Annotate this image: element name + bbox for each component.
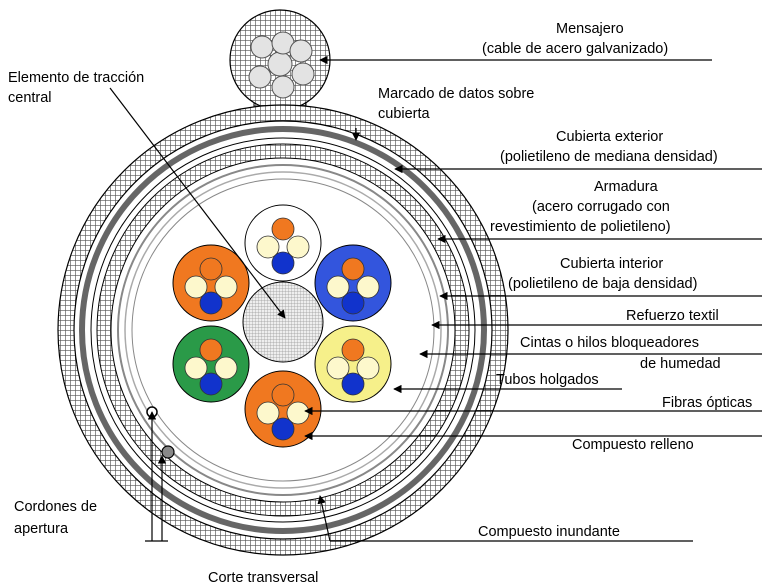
textile-reinforcement	[117, 164, 449, 496]
optical-fiber	[341, 372, 365, 396]
label-elemento-traccion-2: central	[8, 90, 52, 106]
label-compuesto-relleno: Compuesto relleno	[572, 437, 694, 453]
optical-fiber	[214, 275, 238, 299]
optical-fiber	[326, 275, 350, 299]
loose-tube	[314, 244, 392, 322]
label-cordones-2: apertura	[14, 521, 69, 537]
optical-fiber	[199, 257, 223, 281]
optical-fiber	[356, 275, 380, 299]
label-elemento-traccion: Elemento de tracción	[8, 70, 144, 86]
tube-green	[172, 325, 250, 403]
label-cordones: Cordones de	[14, 499, 97, 515]
armour-layer	[79, 126, 487, 534]
label-marcado-2: cubierta	[378, 106, 431, 122]
optical-fiber	[199, 291, 223, 315]
leader-lines	[109, 55, 762, 542]
optical-fiber	[341, 291, 365, 315]
optical-fiber	[199, 338, 223, 362]
ripcord-2	[161, 445, 175, 459]
optical-fiber	[214, 356, 238, 380]
optical-fiber	[356, 356, 380, 380]
tube-blue	[314, 244, 392, 322]
messenger-wire	[229, 9, 331, 144]
loose-tube	[172, 325, 250, 403]
label-cubierta-interior: Cubierta interior	[560, 256, 663, 272]
label-compuesto-inundante: Compuesto inundante	[478, 524, 620, 540]
optical-fiber	[271, 251, 295, 275]
optical-fiber	[341, 257, 365, 281]
loose-tube	[244, 370, 322, 448]
label-cintas-2: de humedad	[640, 356, 721, 372]
label-fibras: Fibras ópticas	[662, 395, 752, 411]
labels: Mensajero (cable de acero galvanizado) E…	[8, 21, 752, 586]
optical-fiber	[271, 217, 295, 241]
tube-white	[244, 204, 322, 282]
optical-fiber	[184, 275, 208, 299]
label-tubos: Tubos holgados	[496, 372, 599, 388]
optical-fiber	[341, 338, 365, 362]
loose-tubes	[172, 204, 392, 448]
optical-fiber	[256, 235, 280, 259]
diagram-caption: Corte transversal	[208, 570, 318, 586]
tube-orange-bottom	[244, 370, 322, 448]
optical-fiber	[199, 372, 223, 396]
tube-yellow	[314, 325, 392, 403]
optical-fiber	[271, 383, 295, 407]
central-strength-member	[242, 281, 324, 363]
loose-tube	[244, 204, 322, 282]
label-cubierta-exterior-detail: (polietileno de mediana densidad)	[500, 149, 718, 165]
label-mensajero: Mensajero	[556, 21, 624, 37]
label-refuerzo-textil: Refuerzo textil	[626, 308, 719, 324]
label-armadura-detail-1: (acero corrugado con	[532, 199, 670, 215]
label-marcado: Marcado de datos sobre	[378, 86, 534, 102]
optical-fiber	[326, 356, 350, 380]
tube-orange-left	[172, 244, 250, 322]
label-mensajero-detail: (cable de acero galvanizado)	[482, 41, 668, 57]
label-cubierta-exterior: Cubierta exterior	[556, 129, 663, 145]
loose-tube	[314, 325, 392, 403]
label-armadura-detail-2: revestimiento de polietileno)	[490, 219, 671, 235]
optical-fiber	[271, 417, 295, 441]
optical-fiber	[286, 235, 310, 259]
optical-fiber	[184, 356, 208, 380]
optical-fiber	[256, 401, 280, 425]
label-cintas: Cintas o hilos bloqueadores	[520, 335, 699, 351]
label-cubierta-interior-detail: (polietileno de baja densidad)	[508, 276, 697, 292]
label-armadura: Armadura	[594, 179, 659, 195]
loose-tube	[172, 244, 250, 322]
